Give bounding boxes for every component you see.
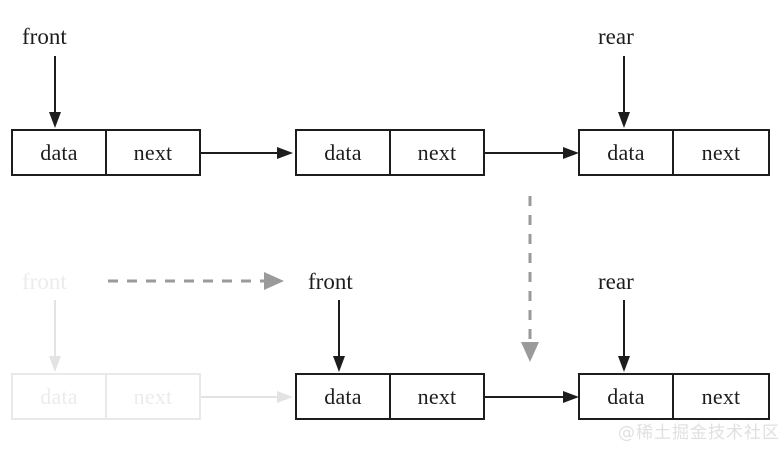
- node-link-arrow: [485, 147, 579, 159]
- list-node: data next: [295, 129, 485, 176]
- front-pointer-arrow-top: [49, 56, 61, 128]
- node-data-cell: data: [13, 375, 107, 418]
- front-pointer-arrow-new: [333, 300, 345, 372]
- pointer-label-front-new: front: [308, 269, 353, 294]
- node-link-arrow: [485, 391, 579, 403]
- node-data-cell: data: [580, 375, 674, 418]
- node-data-cell: data: [13, 131, 107, 174]
- node-data-cell: data: [297, 375, 391, 418]
- node-next-cell: next: [701, 139, 741, 165]
- front-pointer-arrow-old: [49, 300, 61, 372]
- rear-pointer-arrow-top: [618, 56, 630, 128]
- pointer-label-front-old: front: [22, 269, 67, 294]
- node-next-cell: next: [417, 383, 457, 409]
- list-node: data next: [578, 373, 770, 420]
- rear-persist-dashed-arrow: [521, 196, 539, 362]
- node-link-arrow-removed: [201, 391, 293, 403]
- list-node: data next: [578, 129, 770, 176]
- watermark-text: @稀土掘金技术社区: [618, 423, 780, 443]
- node-next-cell: next: [133, 383, 173, 409]
- pointer-label-rear-top: rear: [598, 24, 634, 49]
- rear-pointer-arrow-bottom: [618, 300, 630, 372]
- pointer-label-rear-bottom: rear: [598, 269, 634, 294]
- node-next-cell: next: [417, 139, 457, 165]
- node-data-cell: data: [297, 131, 391, 174]
- list-node: data next: [11, 129, 201, 176]
- list-node-removed: data next: [11, 373, 201, 420]
- list-node: data next: [295, 373, 485, 420]
- node-link-arrow: [201, 147, 293, 159]
- node-next-cell: next: [701, 383, 741, 409]
- node-next-cell: next: [133, 139, 173, 165]
- node-data-cell: data: [580, 131, 674, 174]
- pointer-label-front-top: front: [22, 24, 67, 49]
- front-move-dashed-arrow: [108, 272, 284, 290]
